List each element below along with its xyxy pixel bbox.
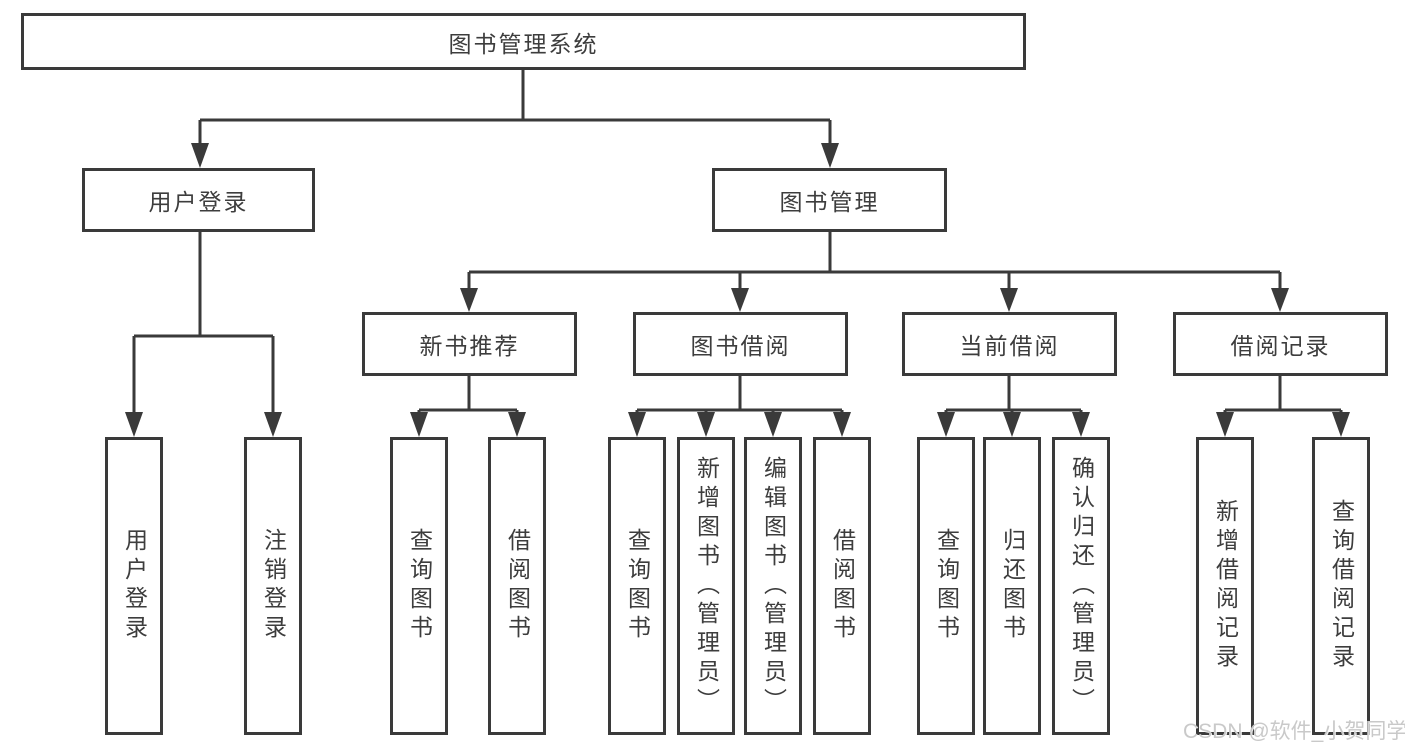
leaf-confirm-return-admin-label: 确认归还（管理员） xyxy=(1068,455,1095,717)
leaf-return-books: 归还图书 xyxy=(983,437,1041,735)
leaf-logout-label: 注销登录 xyxy=(260,528,287,644)
leaf-query-books-recommend-label: 查询图书 xyxy=(406,528,433,644)
leaf-confirm-return-admin: 确认归还（管理员） xyxy=(1052,437,1110,735)
leaf-user-login-label: 用户登录 xyxy=(121,528,148,644)
leaf-edit-book-admin-label: 编辑图书（管理员） xyxy=(760,455,787,717)
leaf-add-borrow-record: 新增借阅记录 xyxy=(1196,437,1254,735)
root-to-level2-lines xyxy=(191,70,839,168)
leaf-borrow-books-label: 借阅图书 xyxy=(829,528,856,644)
leaf-query-books-recommend: 查询图书 xyxy=(390,437,448,735)
leaf-query-borrow-record: 查询借阅记录 xyxy=(1312,437,1370,735)
node-book-management: 图书管理 xyxy=(712,168,947,232)
leaf-logout: 注销登录 xyxy=(244,437,302,735)
current-borrow-branch-lines xyxy=(937,376,1090,437)
leaf-query-books-borrow-label: 查询图书 xyxy=(624,528,651,644)
borrow-records-branch-lines xyxy=(1216,376,1350,437)
leaf-query-books-current-label: 查询图书 xyxy=(933,528,960,644)
new-book-recommend-branch-lines xyxy=(410,376,526,437)
node-user-login-label: 用户登录 xyxy=(148,189,249,215)
node-root: 图书管理系统 xyxy=(21,13,1026,70)
leaf-query-books-borrow: 查询图书 xyxy=(608,437,666,735)
leaf-add-borrow-record-label: 新增借阅记录 xyxy=(1212,499,1239,673)
leaf-borrow-books-recommend: 借阅图书 xyxy=(488,437,546,735)
leaf-add-book-admin-label: 新增图书（管理员） xyxy=(693,455,720,717)
leaf-add-book-admin: 新增图书（管理员） xyxy=(677,437,735,735)
leaf-return-books-label: 归还图书 xyxy=(999,528,1026,644)
node-borrow-records: 借阅记录 xyxy=(1173,312,1388,376)
leaf-user-login: 用户登录 xyxy=(105,437,163,735)
node-current-borrow-label: 当前借阅 xyxy=(959,333,1060,359)
book-borrow-branch-lines xyxy=(628,376,851,437)
node-book-management-label: 图书管理 xyxy=(779,189,880,215)
book-management-to-level3-lines xyxy=(460,232,1289,312)
node-borrow-records-label: 借阅记录 xyxy=(1230,333,1331,359)
node-root-label: 图书管理系统 xyxy=(448,30,599,57)
leaf-borrow-books-recommend-label: 借阅图书 xyxy=(504,528,531,644)
node-book-borrow-label: 图书借阅 xyxy=(690,333,791,359)
node-new-book-recommend: 新书推荐 xyxy=(362,312,577,376)
leaf-borrow-books: 借阅图书 xyxy=(813,437,871,735)
user-login-branch-lines xyxy=(125,232,282,437)
leaf-query-borrow-record-label: 查询借阅记录 xyxy=(1328,499,1355,673)
node-current-borrow: 当前借阅 xyxy=(902,312,1117,376)
node-user-login: 用户登录 xyxy=(82,168,315,232)
leaf-query-books-current: 查询图书 xyxy=(917,437,975,735)
watermark: CSDN @软件_小贺同学 xyxy=(1183,720,1405,743)
node-new-book-recommend-label: 新书推荐 xyxy=(419,333,520,359)
leaf-edit-book-admin: 编辑图书（管理员） xyxy=(744,437,802,735)
node-book-borrow: 图书借阅 xyxy=(633,312,848,376)
